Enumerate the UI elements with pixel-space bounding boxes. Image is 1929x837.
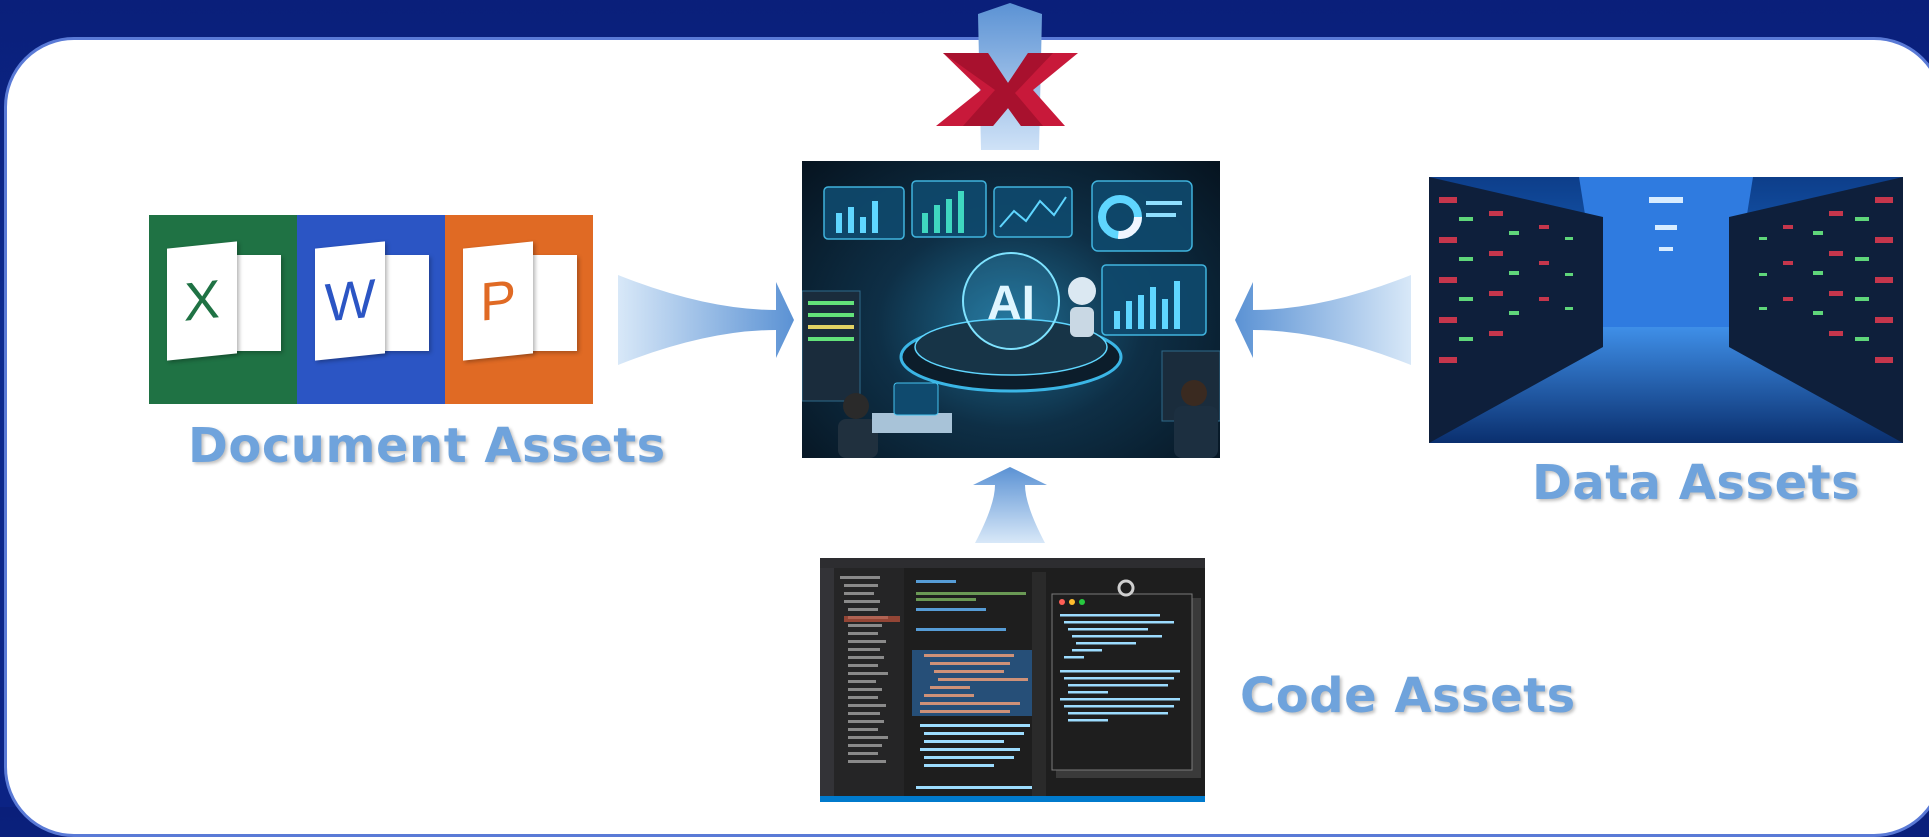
blocked-cross-icon	[936, 53, 1078, 126]
data-assets-label: Data Assets	[1532, 455, 1861, 511]
data-center-image	[1429, 177, 1903, 443]
arrow-in-right-icon	[1235, 275, 1411, 365]
arrow-up-icon	[973, 467, 1047, 543]
word-letter: W	[315, 241, 385, 361]
code-editor-image	[820, 558, 1205, 802]
powerpoint-icon: P	[445, 215, 593, 404]
powerpoint-letter: P	[463, 241, 533, 361]
document-assets-label: Document Assets	[188, 418, 666, 474]
word-icon: W	[297, 215, 445, 404]
office-icons: X W P	[149, 215, 593, 404]
code-assets-label: Code Assets	[1240, 668, 1576, 724]
ai-hub-image: AI	[802, 161, 1220, 458]
ai-hologram-text: AI	[987, 277, 1035, 330]
excel-letter: X	[167, 241, 237, 361]
arrow-in-left-icon	[618, 275, 794, 365]
excel-icon: X	[149, 215, 297, 404]
